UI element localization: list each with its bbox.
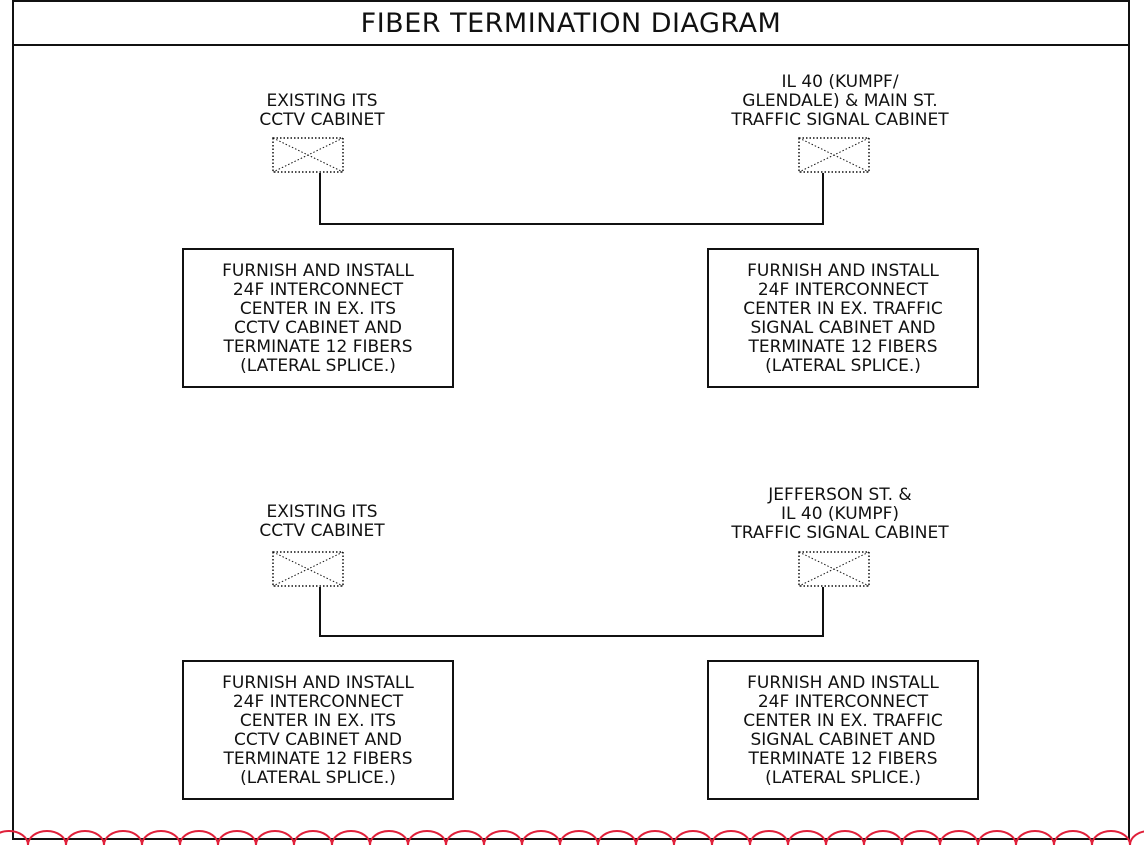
cabinet-icon-left-2 (272, 551, 344, 587)
note-box-right-1: FURNISH AND INSTALL 24F INTERCONNECT CEN… (707, 248, 979, 388)
cabinet-label-right-2: JEFFERSON ST. & IL 40 (KUMPF) TRAFFIC SI… (731, 485, 949, 543)
fiber-link-1 (319, 173, 824, 225)
cabinet-label-left-2: EXISTING ITS CCTV CABINET (259, 502, 385, 541)
note-box-right-2: FURNISH AND INSTALL 24F INTERCONNECT CEN… (707, 660, 979, 800)
revision-cloud (0, 830, 1144, 846)
cabinet-icon-left-1 (272, 137, 344, 173)
cabinet-label-left-1: EXISTING ITS CCTV CABINET (259, 91, 385, 130)
diagram-title: FIBER TERMINATION DIAGRAM (12, 0, 1130, 46)
note-box-left-1: FURNISH AND INSTALL 24F INTERCONNECT CEN… (182, 248, 454, 388)
note-box-left-2: FURNISH AND INSTALL 24F INTERCONNECT CEN… (182, 660, 454, 800)
revision-cloud-edge (0, 830, 1144, 846)
cabinet-icon-right-1 (798, 137, 870, 173)
cabinet-icon-right-2 (798, 551, 870, 587)
cabinet-label-right-1: IL 40 (KUMPF/ GLENDALE) & MAIN ST. TRAFF… (731, 72, 949, 130)
fiber-link-2 (319, 587, 824, 637)
